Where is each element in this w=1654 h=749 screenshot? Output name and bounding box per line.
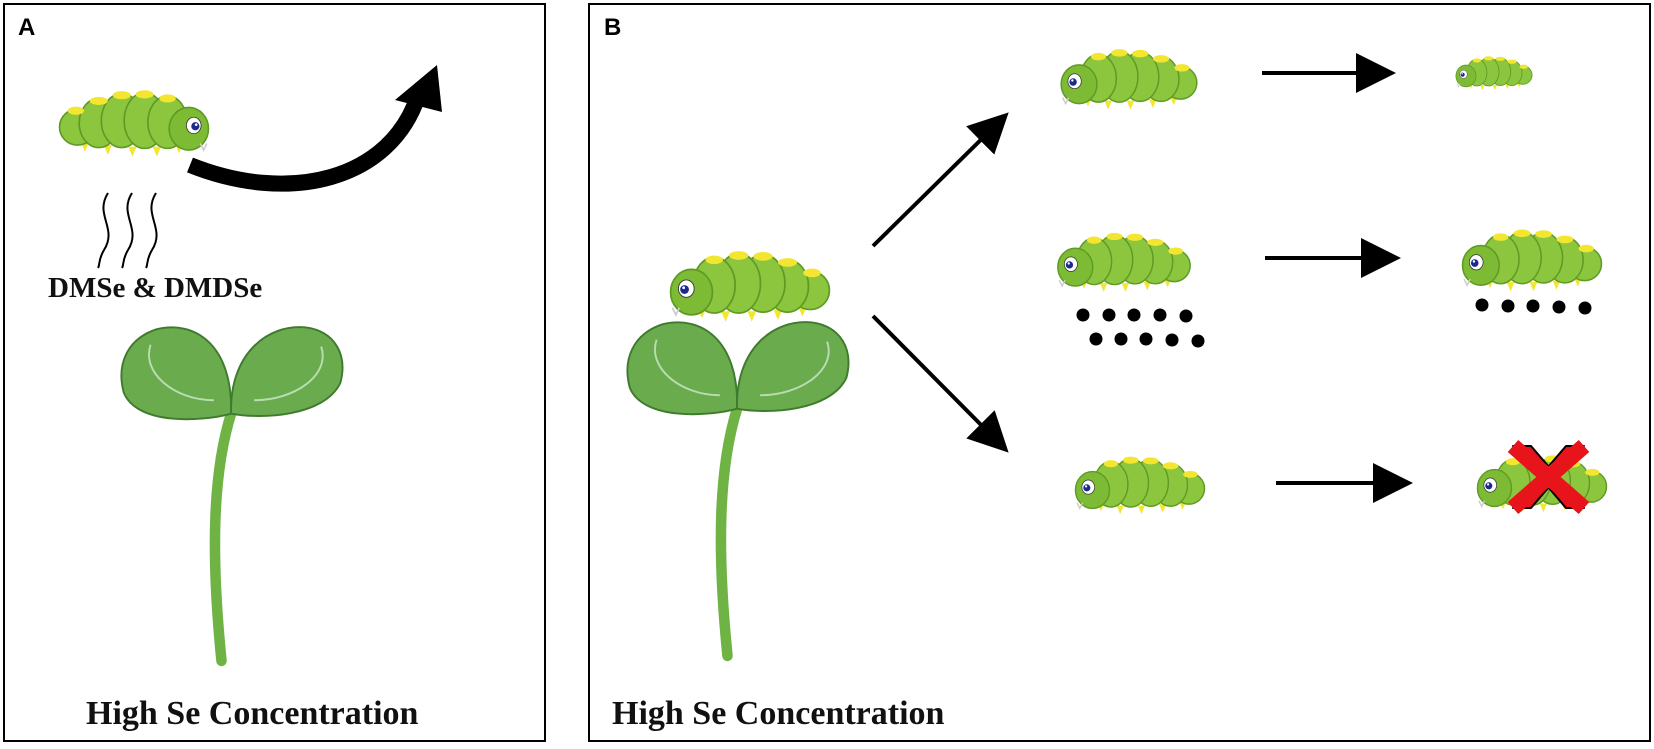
panel-b: B: [588, 3, 1651, 742]
seedling-icon: [121, 327, 342, 661]
frass-dots-icon: [1475, 298, 1592, 315]
small-caterpillar-icon: [1455, 55, 1533, 91]
frass-dots-icon: [1076, 308, 1205, 348]
red-cross-icon: [1507, 439, 1590, 515]
panel-a-letter: A: [18, 14, 35, 41]
caterpillar-icon: [1056, 231, 1192, 293]
caterpillar-icon: [669, 250, 831, 323]
panel-b-letter: B: [604, 14, 621, 41]
repel-arrow: [187, 93, 426, 192]
panel-a: A DMSe & DMDSe High Se Concentration: [3, 3, 546, 742]
panel-a-border: [3, 3, 546, 742]
emission-label: DMSe & DMDSe: [48, 272, 262, 304]
odor-waves-icon: [97, 192, 158, 269]
caterpillar-icon: [1461, 228, 1603, 293]
panel-a-footer-label: High Se Concentration: [86, 695, 419, 732]
caterpillar-icon: [1060, 48, 1198, 111]
panel-b-border: [588, 3, 1651, 742]
caterpillar-icon: [1074, 455, 1206, 516]
branch-arrow-down: [871, 314, 1009, 453]
repel-arrow-head: [395, 65, 442, 112]
caterpillar-icon: [58, 89, 210, 158]
seedling-icon: [627, 322, 848, 656]
branch-arrow-up: [871, 112, 1009, 248]
panel-b-footer-label: High Se Concentration: [612, 695, 945, 732]
